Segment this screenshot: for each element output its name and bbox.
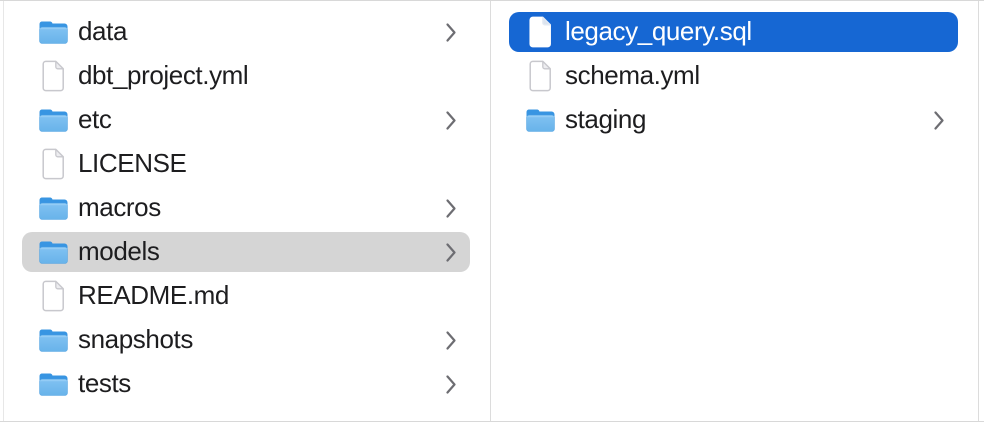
file-icon [42, 148, 64, 180]
chevron-right-icon [445, 330, 457, 351]
file-row-dbt-project-yml[interactable]: dbt_project.yml [22, 56, 470, 96]
file-icon [529, 60, 551, 92]
folder-icon [38, 197, 68, 220]
folder-row-tests[interactable]: tests [22, 364, 470, 404]
folder-row-data[interactable]: data [22, 12, 470, 52]
column-resize-divider-right[interactable] [978, 1, 979, 421]
file-row-schema-yml[interactable]: schema.yml [509, 56, 958, 96]
folder-icon [38, 373, 68, 396]
item-label: tests [78, 370, 131, 398]
item-label: legacy_query.sql [565, 18, 752, 46]
left-hairline-divider [3, 1, 4, 421]
folder-icon [38, 329, 68, 352]
left-edge-sliver [0, 1, 3, 421]
folder-row-snapshots[interactable]: snapshots [22, 320, 470, 360]
chevron-right-icon [445, 374, 457, 395]
file-icon [42, 60, 64, 92]
right-column: legacy_query.sql [491, 1, 978, 421]
folder-row-etc[interactable]: etc [22, 100, 470, 140]
file-icon [42, 280, 64, 312]
folder-icon [38, 21, 68, 44]
item-label: dbt_project.yml [78, 62, 249, 90]
chevron-right-icon [445, 22, 457, 43]
item-label: staging [565, 106, 647, 134]
file-icon [529, 16, 551, 48]
folder-icon [38, 241, 68, 264]
item-label: LICENSE [78, 150, 187, 178]
folder-row-models[interactable]: models [22, 232, 470, 272]
folder-icon [38, 109, 68, 132]
file-row-readme-md[interactable]: README.md [22, 276, 470, 316]
left-column: data [4, 1, 490, 421]
item-label: data [78, 18, 128, 46]
item-label: models [78, 238, 160, 266]
chevron-right-icon [445, 242, 457, 263]
chevron-right-icon [445, 198, 457, 219]
file-row-legacy-query-sql[interactable]: legacy_query.sql [509, 12, 958, 52]
chevron-right-icon [445, 110, 457, 131]
item-label: snapshots [78, 326, 193, 354]
item-label: etc [78, 106, 112, 134]
right-edge-sliver [979, 1, 984, 421]
file-row-license[interactable]: LICENSE [22, 144, 470, 184]
folder-row-staging[interactable]: staging [509, 100, 958, 140]
folder-row-macros[interactable]: macros [22, 188, 470, 228]
item-label: README.md [78, 282, 229, 310]
chevron-right-icon [933, 110, 945, 131]
folder-icon [525, 109, 555, 132]
column-resize-divider[interactable] [490, 1, 491, 421]
item-label: schema.yml [565, 62, 700, 90]
item-label: macros [78, 194, 161, 222]
